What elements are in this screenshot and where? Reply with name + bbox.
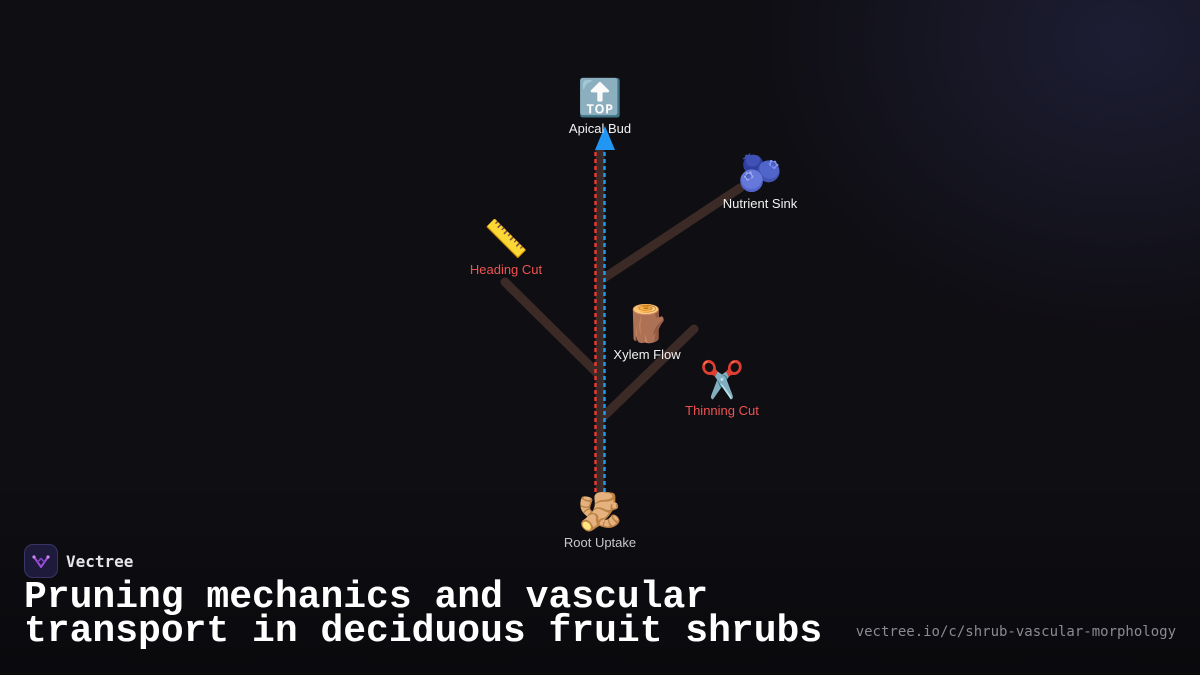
heading-cut-label: Heading Cut [469, 262, 543, 277]
apical-bud-label: Apical Bud [568, 121, 632, 136]
top-arrow-icon: 🔝 [577, 78, 623, 119]
page-title: Pruning mechanics and vascular transport… [24, 576, 823, 653]
node-thinning-cut: ✂️ Thinning Cut [685, 361, 759, 419]
node-xylem-flow: 🪵 Xylem Flow [613, 305, 680, 363]
ruler-icon: 📏 [483, 219, 529, 260]
source-url: vectree.io/c/shrub-vascular-morphology [855, 624, 1176, 640]
branches [500, 145, 745, 495]
node-apical-bud: 🔝 Apical Bud [569, 79, 631, 137]
ginger-root-icon: 🫚 [577, 492, 623, 533]
nutrient-sink-label: Nutrient Sink [722, 196, 798, 211]
root-uptake-label: Root Uptake [563, 535, 637, 550]
scissors-icon: ✂️ [699, 360, 745, 401]
node-root-uptake: 🫚 Root Uptake [564, 493, 636, 551]
vectree-logo-icon [24, 544, 58, 578]
xylem-flow-label: Xylem Flow [613, 347, 681, 362]
blueberries-icon: 🫐 [737, 153, 783, 194]
node-heading-cut: 📏 Heading Cut [470, 220, 542, 278]
branch-heading-cut [500, 277, 601, 377]
wood-log-icon: 🪵 [624, 304, 670, 345]
thinning-cut-label: Thinning Cut [685, 403, 759, 418]
brand-name: Vectree [66, 551, 134, 571]
node-nutrient-sink: 🫐 Nutrient Sink [723, 154, 797, 212]
branch-thinning-cut [599, 324, 699, 421]
brand: Vectree [24, 544, 133, 578]
upward-arrowhead [595, 126, 615, 150]
branch-nutrient-sink [599, 183, 745, 283]
